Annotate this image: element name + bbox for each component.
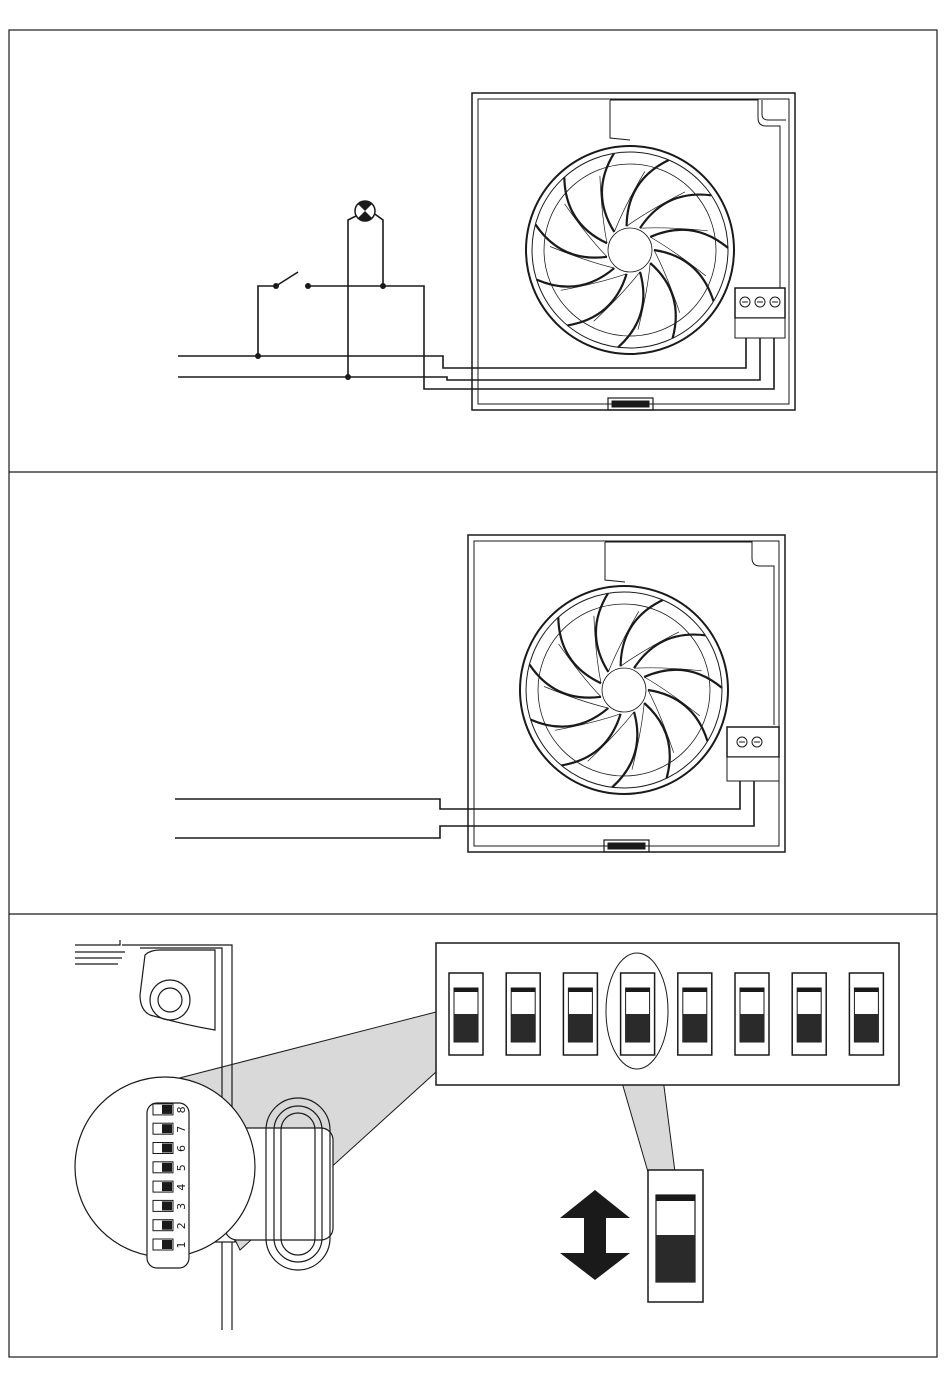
junction-dots	[255, 283, 386, 380]
fan-blade	[627, 160, 669, 226]
wiring	[175, 781, 754, 838]
dip-switch-number: 5	[175, 1164, 188, 1171]
dip-switch-number: 7	[175, 1126, 188, 1133]
dip-switch-number: 3	[175, 1203, 188, 1210]
up-down-arrow-icon	[560, 1190, 630, 1280]
fan-blade	[602, 153, 614, 232]
dip-switch	[849, 973, 883, 1055]
lamp-icon	[355, 201, 375, 221]
fan-blade	[596, 593, 608, 672]
dip-switch	[506, 973, 540, 1055]
fan-blade	[650, 230, 728, 248]
fan-blade	[621, 600, 663, 666]
terminal-block	[727, 727, 779, 781]
panel-wiring-direct	[175, 535, 785, 852]
dip-switch-number: 1	[175, 1242, 188, 1249]
panel-dip-switch-detail: 1 2 3 4 5 6 7 8	[75, 940, 899, 1330]
dip-switch-number: 8	[175, 1106, 188, 1113]
dip-switch	[678, 973, 712, 1055]
terminal-block	[735, 288, 785, 338]
dip-switch	[735, 973, 769, 1055]
fan-rotor	[520, 586, 728, 794]
fan-blade	[650, 263, 676, 338]
wiring	[178, 212, 774, 389]
dip-switch	[792, 973, 826, 1055]
fan-rotor	[526, 146, 734, 354]
dip-switch-number: 6	[175, 1145, 188, 1152]
dip-switch-number: 4	[175, 1184, 188, 1191]
panel-wiring-with-switch	[178, 93, 795, 410]
fan-blade	[640, 195, 711, 229]
fan-blade	[644, 703, 670, 778]
dip-switch	[621, 973, 655, 1055]
dip-switch	[563, 973, 597, 1055]
dip-switch	[449, 973, 483, 1055]
dip-switch-number: 2	[175, 1222, 188, 1229]
fan-blade	[644, 670, 722, 688]
single-switch-detail	[648, 1170, 703, 1302]
fan-blade	[634, 635, 705, 669]
